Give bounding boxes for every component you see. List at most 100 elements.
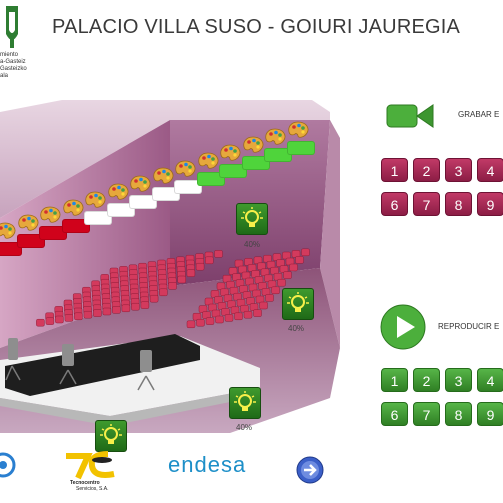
status-lamp [151,187,180,202]
play-icon [380,304,426,350]
palette-icon[interactable] [0,222,16,240]
status-lamp [61,218,90,233]
audience-seat [55,315,64,324]
palette-icon[interactable] [197,152,219,170]
palette-icon[interactable] [62,199,84,217]
play-button-6[interactable]: 6 [381,402,408,426]
play-button-7[interactable]: 7 [413,402,440,426]
palette-icon[interactable] [129,175,151,193]
play-button-8[interactable]: 8 [445,402,472,426]
palette-icon[interactable] [174,160,196,178]
city-council-logo: miento a-Gasteiz Gasteizko ala [0,4,48,88]
endesa-logo: endesa [168,452,247,477]
status-lamp [129,195,157,210]
record-button-4[interactable]: 4 [477,158,503,182]
record-button-2[interactable]: 2 [413,158,440,182]
audience-seat [215,315,224,324]
palette-icon[interactable] [107,183,129,201]
status-lamp [84,210,112,225]
projector-percentage-3: 40% [236,423,253,432]
video-camera-button[interactable] [386,102,434,130]
audience-seat [301,248,310,257]
coat-of-arms-icon [6,6,18,48]
partner-logo-left [0,452,16,478]
palette-icon[interactable] [84,191,106,209]
audience-seat [234,312,243,321]
sponsor-top-text: Tecnocentro [70,480,100,486]
audience-seat [45,317,55,325]
audience-seat [93,309,102,317]
status-lamp [286,140,315,155]
record-button-6[interactable]: 6 [381,192,408,216]
play-button-1[interactable]: 1 [381,368,408,392]
audience-seat [283,271,292,279]
audience-seat [74,312,83,321]
logo-line-3: Gasteizko [0,66,27,72]
audience-seat [195,262,205,271]
play-button-2[interactable]: 2 [413,368,440,392]
play-button[interactable] [380,304,426,350]
audience-seat [102,307,112,316]
logo-line-1: miento [0,52,19,58]
audience-seat [295,256,304,264]
audience-seat [205,317,215,325]
status-lamp [264,148,292,163]
audience-seat [159,288,168,297]
play-button-4[interactable]: 4 [477,368,503,392]
status-lamp [241,156,270,171]
lightbulb-button-4[interactable] [95,420,127,452]
audience-seat [214,250,223,258]
next-arrow-button[interactable] [296,456,324,484]
status-lamp [106,203,135,217]
audience-seat [83,310,93,319]
play-button-9[interactable]: 9 [477,402,503,426]
audience-seat [277,278,286,287]
record-button-9[interactable]: 9 [477,192,503,216]
palette-icon[interactable] [287,121,309,139]
video-camera-icon [386,104,434,128]
palette-icon[interactable] [17,214,39,232]
palette-icon[interactable] [219,144,241,162]
status-lamp [39,226,67,241]
palette-icon[interactable] [152,167,174,185]
audience-seat [131,302,140,311]
audience-seat [168,282,177,290]
audience-seat [289,263,298,272]
record-label: GRABAR E [458,110,500,119]
sponsor-sub-text: Servicios, S.A. [76,486,109,492]
projector-percentage-2: 40% [288,324,305,333]
audience-seat [186,320,196,329]
lightbulb-icon [100,424,122,444]
lightbulb-button-1[interactable] [236,203,268,235]
status-lamp [174,179,202,194]
circle-logo-icon [0,452,16,478]
audience-seat [243,310,253,319]
tecnocentro-logo-icon [66,451,115,480]
record-button-7[interactable]: 7 [413,192,440,216]
arrow-right-icon [296,456,324,484]
lightbulb-button-2[interactable] [282,288,314,320]
play-button-3[interactable]: 3 [445,368,472,392]
status-lamp [196,171,225,186]
audience-seat [196,318,205,327]
audience-seat [36,318,45,327]
page-title: PALACIO VILLA SUSO - GOIURI JAUREGIA [52,16,461,38]
audience-seat [271,286,280,295]
audience-seat [140,301,150,309]
audience-seat [64,314,74,322]
record-button-8[interactable]: 8 [445,192,472,216]
palette-icon[interactable] [264,128,286,146]
audience-seat [177,275,186,284]
record-button-3[interactable]: 3 [445,158,472,182]
record-button-1[interactable]: 1 [381,158,408,182]
audience-seat [186,269,196,277]
palette-icon[interactable] [39,206,61,224]
audience-seat [112,306,121,314]
tecnocentro-logo: Tecnocentro Servicios, S.A. [64,450,124,492]
status-lamp [219,164,247,178]
lightbulb-button-3[interactable] [229,387,261,419]
lightbulb-icon [287,292,309,312]
status-lamp [16,234,45,249]
audience-seat [253,309,262,317]
palette-icon[interactable] [242,136,264,154]
